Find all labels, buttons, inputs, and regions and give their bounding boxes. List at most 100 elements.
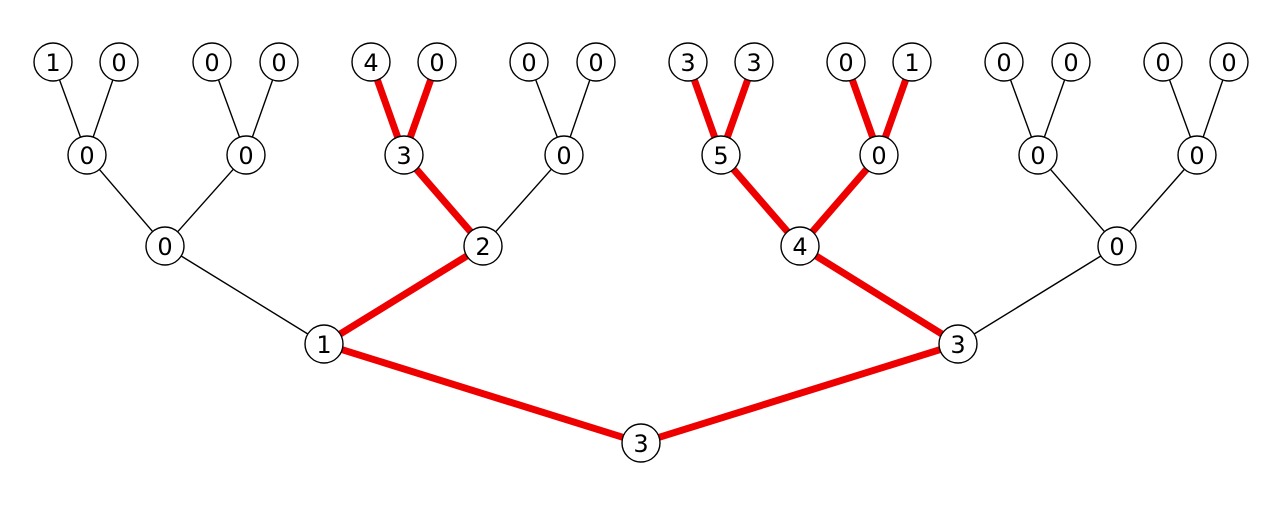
node-value: 0 <box>556 142 571 170</box>
node-circle <box>701 135 741 175</box>
tree-node-l2-n3: 0 <box>1097 226 1137 266</box>
node-value: 0 <box>1063 49 1078 77</box>
node-circle <box>259 42 299 82</box>
node-value: 0 <box>871 142 886 170</box>
node-value: 4 <box>792 233 807 261</box>
node-value: 1 <box>316 331 331 359</box>
tree-node-l4-n9: 3 <box>734 42 774 82</box>
node-value: 0 <box>157 233 172 261</box>
node-value: 0 <box>429 49 444 77</box>
node-circle <box>509 42 549 82</box>
node-value: 0 <box>1155 49 1170 77</box>
tree-node-l3-n4: 5 <box>701 135 741 175</box>
tree-edge-l1-n0-left <box>180 255 309 335</box>
tree-edge-l3-n6-right <box>1043 79 1066 138</box>
node-circle <box>576 42 616 82</box>
node-value: 0 <box>204 49 219 77</box>
highlighted-edge-l2-n2-right <box>809 167 870 234</box>
node-circle <box>734 42 774 82</box>
tree-node-l0-n0: 3 <box>621 423 661 463</box>
node-circle <box>351 42 391 82</box>
tree-node-l2-n0: 0 <box>145 226 185 266</box>
tree-node-l3-n1: 0 <box>226 135 266 175</box>
tree-node-l4-n0: 1 <box>33 42 73 82</box>
tree-node-l3-n0: 0 <box>67 135 107 175</box>
tree-node-l3-n7: 0 <box>1177 135 1217 175</box>
tree-edge-l3-n6-left <box>1009 79 1033 138</box>
tree-node-l3-n2: 3 <box>384 135 424 175</box>
highlighted-edge-l3-n2-right <box>407 78 434 139</box>
tree-edge-l3-n7-right <box>1202 79 1224 138</box>
node-circle <box>892 42 932 82</box>
highlighted-edge-l1-n0-right <box>338 252 469 338</box>
node-value: 3 <box>746 49 761 77</box>
tree-node-l4-n11: 1 <box>892 42 932 82</box>
tree-node-l3-n3: 0 <box>544 135 584 175</box>
node-value: 3 <box>950 331 965 359</box>
tree-node-l4-n7: 0 <box>576 42 616 82</box>
node-value: 1 <box>904 49 919 77</box>
tree-node-l4-n2: 0 <box>192 42 232 82</box>
highlighted-edge-l0-n0-left <box>341 346 624 441</box>
tree-node-l4-n14: 0 <box>1143 42 1183 82</box>
node-circle <box>1177 135 1217 175</box>
tree-node-l4-n10: 0 <box>826 42 866 82</box>
tree-node-l3-n6: 0 <box>1018 135 1058 175</box>
highlighted-edge-l3-n4-left <box>691 78 718 139</box>
node-value: 1 <box>45 49 60 77</box>
node-circle <box>67 135 107 175</box>
node-circle <box>99 42 139 82</box>
tree-edge-l2-n3-left <box>1049 168 1106 233</box>
tree-node-l4-n12: 0 <box>984 42 1024 82</box>
node-circle <box>938 324 978 364</box>
node-circle <box>1143 42 1183 82</box>
node-circle <box>668 42 708 82</box>
highlighted-edge-l3-n2-left <box>374 78 401 139</box>
tree-edge-l3-n3-left <box>534 79 559 138</box>
node-circle <box>984 42 1024 82</box>
node-circle <box>463 226 503 266</box>
node-circle <box>226 135 266 175</box>
tree-edge-l2-n0-right <box>176 168 235 233</box>
tree-edge-l3-n1-right <box>251 79 274 138</box>
node-value: 2 <box>475 233 490 261</box>
node-circle <box>417 42 457 82</box>
tree-node-l4-n1: 0 <box>99 42 139 82</box>
node-circle <box>1018 135 1058 175</box>
tree-node-l2-n1: 2 <box>463 226 503 266</box>
node-circle <box>33 42 73 82</box>
tree-edge-l2-n1-right <box>494 168 553 233</box>
highlighted-edge-l2-n2-left <box>730 167 791 234</box>
node-value: 0 <box>996 49 1011 77</box>
node-value: 0 <box>1030 142 1045 170</box>
node-circle <box>859 135 899 175</box>
node-circle <box>544 135 584 175</box>
node-value: 0 <box>588 49 603 77</box>
node-value: 3 <box>633 430 648 458</box>
node-value: 0 <box>111 49 126 77</box>
node-value: 3 <box>680 49 695 77</box>
highlighted-edge-l3-n4-right <box>724 78 751 139</box>
node-circle <box>621 423 661 463</box>
node-value: 4 <box>363 49 378 77</box>
node-value: 0 <box>79 142 94 170</box>
node-circle <box>1051 42 1091 82</box>
highlighted-edge-l2-n1-left <box>413 167 474 234</box>
node-circle <box>145 226 185 266</box>
highlighted-edge-l0-n0-right <box>658 346 941 441</box>
tree-edge-l3-n1-left <box>217 79 241 138</box>
node-circle <box>826 42 866 82</box>
tree-node-l3-n5: 0 <box>859 135 899 175</box>
node-value: 3 <box>396 142 411 170</box>
tree-edge-l2-n0-left <box>98 168 154 233</box>
node-circle <box>1097 226 1137 266</box>
highlighted-edge-l3-n5-right <box>882 78 909 139</box>
node-value: 0 <box>521 49 536 77</box>
tree-edge-l2-n3-right <box>1128 168 1186 233</box>
edge-layer <box>58 78 1224 441</box>
node-circle <box>1209 42 1249 82</box>
node-value: 0 <box>1189 142 1204 170</box>
node-circle <box>384 135 424 175</box>
